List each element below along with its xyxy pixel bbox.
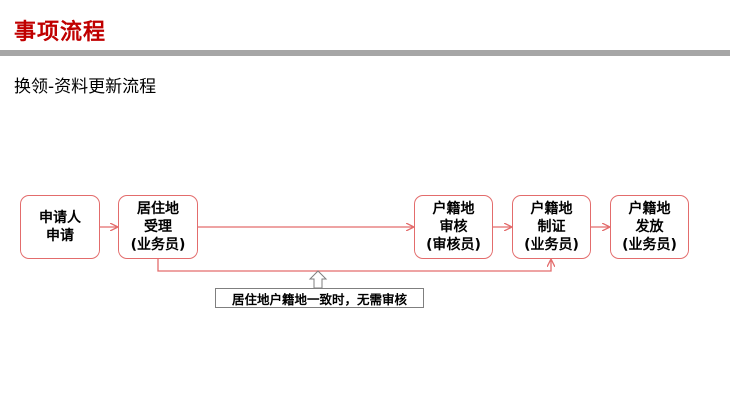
bypass-note: 居住地户籍地一致时，无需审核 <box>215 288 424 308</box>
node-line: 发放 <box>635 219 664 235</box>
diagram-subtitle: 换领-资料更新流程 <box>14 77 157 97</box>
node-line: 申请 <box>46 228 74 244</box>
node-line: (业务员) <box>130 237 186 253</box>
arrow-bypass-review <box>157 259 551 272</box>
node-line: (审核员) <box>426 237 481 253</box>
node-line: 居住地 <box>137 201 179 217</box>
node-line: 审核 <box>439 219 468 235</box>
page-title: 事项流程 <box>14 20 107 45</box>
node-line: (业务员) <box>524 237 579 253</box>
node-line: 制证 <box>537 219 566 235</box>
node-line: 户籍地 <box>432 201 475 217</box>
node-line: 受理 <box>144 219 172 235</box>
node-line: (业务员) <box>622 237 677 253</box>
flow-node-hukou-make: 户籍地 制证 (业务员) <box>512 195 591 259</box>
note-callout-arrow <box>308 270 328 289</box>
title-divider <box>0 50 730 56</box>
flow-node-hukou-review: 户籍地 审核 (审核员) <box>414 195 493 259</box>
node-line: 申请人 <box>39 210 81 226</box>
node-line: 户籍地 <box>628 201 671 217</box>
node-line: 户籍地 <box>530 201 573 217</box>
flow-node-residence-accept: 居住地 受理 (业务员) <box>118 195 198 259</box>
flow-node-applicant: 申请人 申请 <box>20 195 100 259</box>
flow-node-hukou-issue: 户籍地 发放 (业务员) <box>610 195 689 259</box>
